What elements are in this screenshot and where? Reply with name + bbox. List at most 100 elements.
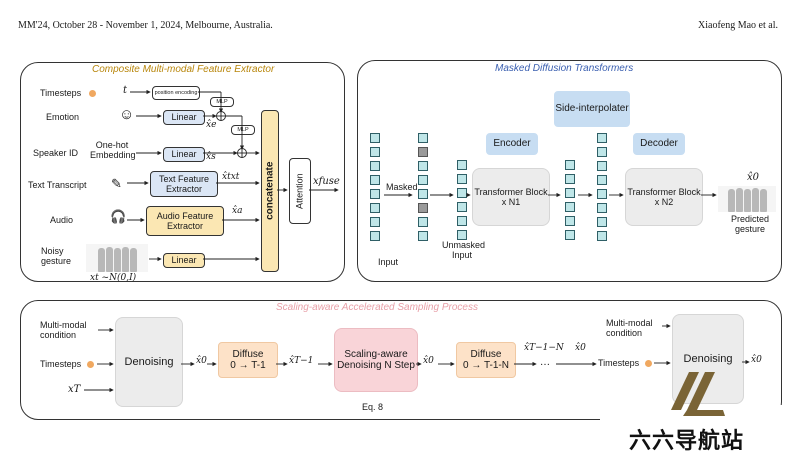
- token-cell: [597, 147, 607, 157]
- xs-symbol: x̂s: [206, 152, 216, 162]
- token-cell: [597, 189, 607, 199]
- mlp-box-1: MLP: [210, 97, 234, 107]
- token-cell: [457, 216, 467, 226]
- side-interpolater-box: Side-interpolater: [554, 91, 630, 127]
- encoder-transformer-box: Transformer Block x N1: [472, 168, 550, 226]
- token-cell: [370, 217, 380, 227]
- t-symbol: t: [123, 85, 128, 96]
- timesteps-label: Timesteps: [40, 88, 82, 98]
- concatenate-bar: concatenate: [261, 110, 279, 272]
- token-cell: [418, 189, 428, 199]
- xfuse-symbol: xfuse: [313, 176, 340, 187]
- x0-symbol-final: x̂0: [751, 355, 762, 365]
- token-cell: [565, 230, 575, 240]
- text-transcript-label: Text Transcript: [28, 180, 87, 190]
- token-cell: [418, 231, 428, 241]
- token-cell: [370, 133, 380, 143]
- running-header-left: MM'24, October 28 - November 1, 2024, Me…: [18, 20, 273, 31]
- token-cell: [565, 188, 575, 198]
- one-hot-label: One-hot Embedding: [90, 140, 136, 160]
- token-cell: [565, 174, 575, 184]
- xT-1-N-symbol: x̂T−1−N: [524, 343, 564, 353]
- headphones-icon: 🎧: [110, 209, 127, 224]
- masked-label: Masked: [386, 182, 418, 192]
- speaker-id-label: Speaker ID: [33, 148, 79, 158]
- denoising-box-left: Denoising: [115, 317, 183, 407]
- timestep-dot-icon: [89, 90, 96, 97]
- token-cell: [418, 175, 428, 185]
- token-cell: [597, 175, 607, 185]
- token-cell: [565, 160, 575, 170]
- token-cell: [457, 230, 467, 240]
- diffuse-2-title: Diffuse: [470, 348, 502, 360]
- token-cell: [370, 161, 380, 171]
- token-cell: [370, 147, 380, 157]
- diffuse-box-1: Diffuse 0 → T-1: [218, 342, 278, 378]
- feature-extractor-title: Composite Multi-modal Feature Extractor: [92, 64, 275, 75]
- noisy-gesture-label: Noisy gesture: [41, 246, 72, 266]
- token-cell: [597, 217, 607, 227]
- xtxt-symbol: x̂txt: [222, 172, 240, 182]
- linear-box-gesture: Linear: [163, 253, 205, 268]
- predicted-gesture-figures: [718, 186, 776, 212]
- noise-distribution-label: xt ~N(0,I): [90, 273, 137, 283]
- diffuse-box-2: Diffuse 0 → T-1-N: [456, 342, 516, 378]
- noisy-gesture-figures: [86, 244, 148, 272]
- diffuse-2-range: 0 → T-1-N: [463, 360, 509, 371]
- token-cell: [370, 203, 380, 213]
- token-cell: [597, 133, 607, 143]
- timestep-dot-right-icon: [645, 360, 652, 367]
- token-cell: [457, 174, 467, 184]
- token-cell: [597, 231, 607, 241]
- mdt-title: Masked Diffusion Transformers: [495, 63, 634, 74]
- token-cell: [370, 231, 380, 241]
- position-encoding-box: position encoding: [152, 86, 200, 100]
- eq-8-label: Eq. 8: [362, 402, 384, 412]
- x0-symbol-2: x̂0: [423, 356, 434, 366]
- mdt-panel: [357, 60, 782, 282]
- text-feature-extractor-box: Text Feature Extractor: [150, 171, 218, 197]
- token-cell: [565, 216, 575, 226]
- token-cell: [418, 217, 428, 227]
- running-header-right: Xiaofeng Mao et al.: [698, 20, 778, 31]
- xe-symbol: x̂e: [206, 120, 217, 130]
- mm-condition-label-left: Multi-modal condition: [40, 320, 87, 341]
- token-cell: [457, 160, 467, 170]
- token-cell: [370, 175, 380, 185]
- unmasked-input-label: Unmasked Input: [442, 240, 486, 261]
- decoder-tag: Decoder: [633, 133, 685, 155]
- x0-symbol-3: x̂0: [575, 343, 586, 353]
- denoising-box-right: Denoising: [672, 314, 744, 404]
- token-cell: [418, 203, 428, 213]
- diffuse-1-range: 0 → T-1: [230, 360, 266, 371]
- token-cell: [370, 189, 380, 199]
- emotion-face-icon: ☺: [119, 107, 135, 123]
- watermark-text: 六六导航站: [629, 429, 745, 454]
- token-cell: [457, 202, 467, 212]
- token-cell: [418, 147, 428, 157]
- sampling-panel: [20, 300, 782, 420]
- attention-box: Attention: [289, 158, 311, 224]
- timesteps-label-right: Timesteps: [598, 358, 640, 368]
- watermark-logo-icon: [671, 372, 725, 416]
- x0-symbol-1: x̂0: [196, 356, 207, 366]
- timestep-dot-left-icon: [87, 361, 94, 368]
- sampling-title: Scaling-aware Accelerated Sampling Proce…: [276, 302, 478, 313]
- diffuse-1-title: Diffuse: [232, 348, 264, 360]
- decoder-transformer-box: Transformer Block x N2: [625, 168, 703, 226]
- xa-symbol: x̂a: [232, 206, 243, 216]
- x0-output-symbol: x̂0: [747, 172, 760, 183]
- token-cell: [565, 202, 575, 212]
- scaling-aware-denoising-box: Scaling-aware Denoising N Step: [334, 328, 418, 392]
- timesteps-label-left: Timesteps: [40, 359, 82, 369]
- feature-extractor-panel: [20, 62, 345, 282]
- ellipsis: …: [540, 357, 550, 368]
- token-cell: [597, 203, 607, 213]
- linear-box-emotion: Linear: [163, 110, 205, 125]
- mm-condition-label-right: Multi-modal condition: [606, 318, 653, 339]
- input-label: Input: [378, 257, 399, 267]
- mlp-box-2: MLP: [231, 125, 255, 135]
- xT-symbol: xT: [68, 384, 81, 395]
